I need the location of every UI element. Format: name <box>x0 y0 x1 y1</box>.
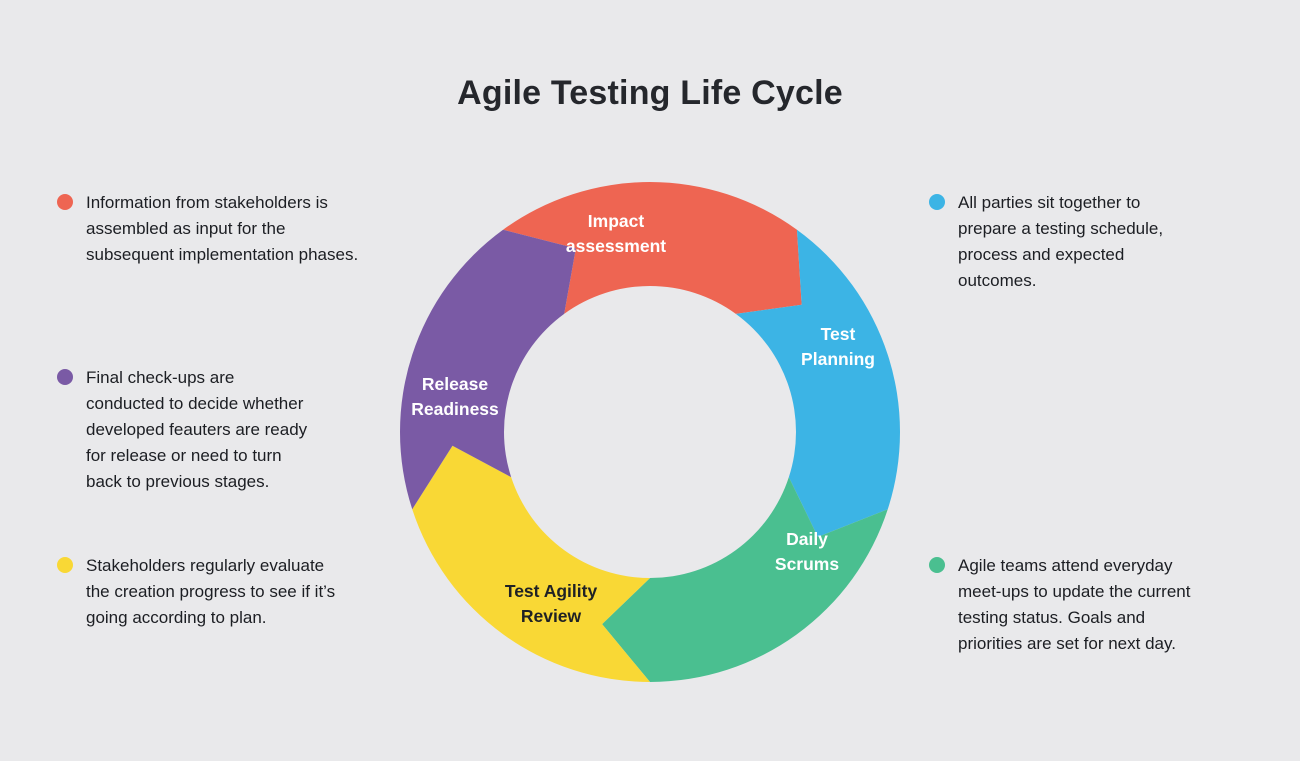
segment-test-agility-review <box>412 445 650 682</box>
segment-label-test-planning: Test Planning <box>801 324 875 369</box>
segment-release-readiness <box>400 229 576 510</box>
annotation-test-planning: All parties sit together to prepare a te… <box>929 190 1163 294</box>
annotation-text: All parties sit together to prepare a te… <box>958 193 1164 290</box>
bullet-dot-yellow <box>57 557 73 573</box>
annotation-test-agility-review: Stakeholders regularly evaluate the crea… <box>57 553 335 631</box>
segment-test-planning <box>735 229 900 537</box>
annotation-release-readiness: Final check-ups are conducted to decide … <box>57 365 307 495</box>
annotation-text: Final check-ups are conducted to decide … <box>86 368 308 491</box>
bullet-dot-purple <box>57 369 73 385</box>
annotation-text: Information from stakeholders is assembl… <box>86 193 359 264</box>
segment-label-daily-scrums: Daily Scrums <box>774 529 840 574</box>
annotation-daily-scrums: Agile teams attend everyday meet-ups to … <box>929 553 1190 657</box>
annotation-text: Stakeholders regularly evaluate the crea… <box>86 556 336 627</box>
bullet-dot-blue <box>929 194 945 210</box>
page-title: Agile Testing Life Cycle <box>457 74 843 112</box>
annotation-impact-assessment: Information from stakeholders is assembl… <box>57 190 358 268</box>
lifecycle-donut <box>400 182 900 682</box>
segment-label-impact-assessment: Impact assessment <box>565 211 667 256</box>
bullet-dot-coral <box>57 194 73 210</box>
segment-daily-scrums <box>602 477 888 682</box>
segment-impact-assessment <box>503 182 802 314</box>
annotation-text: Agile teams attend everyday meet-ups to … <box>958 556 1191 653</box>
segment-label-release-readiness: Release Readiness <box>411 374 499 419</box>
segment-label-test-agility-review: Test Agility Review <box>504 581 598 626</box>
bullet-dot-green <box>929 557 945 573</box>
